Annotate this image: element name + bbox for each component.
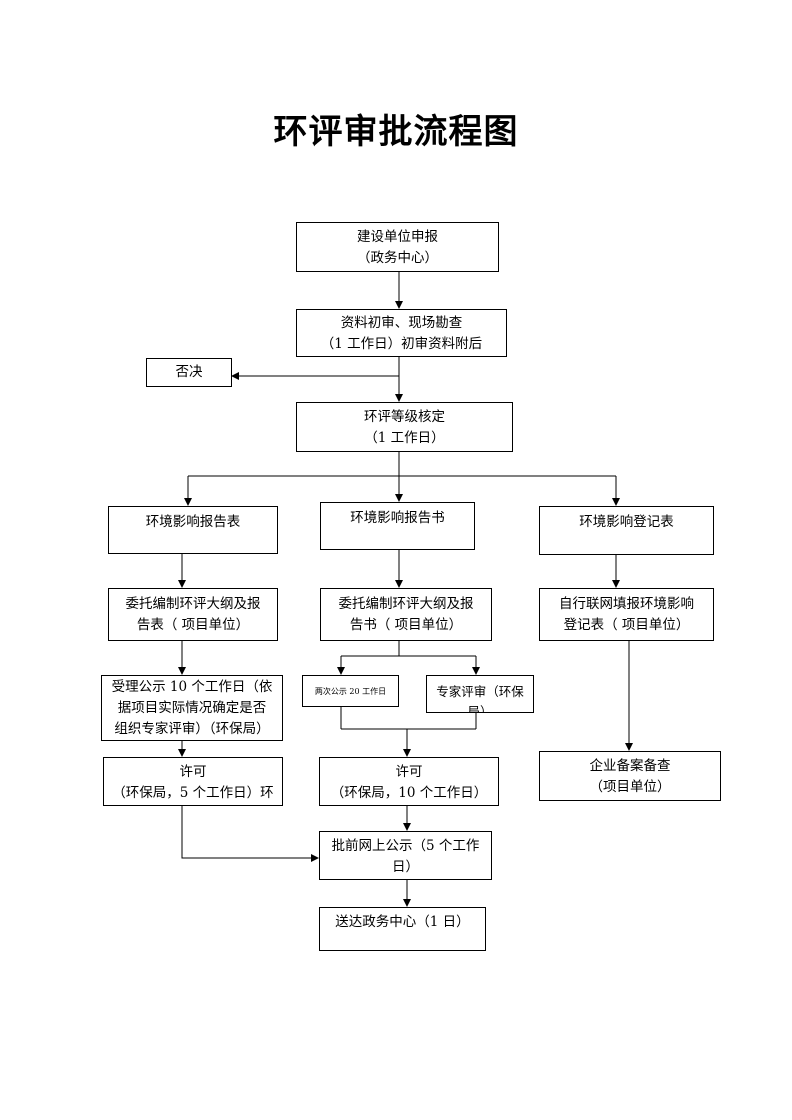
node-report-table-line1: 环境影响报告表 xyxy=(145,514,241,530)
node-permit10: 许可 （环保局，10 个工作日） xyxy=(319,757,499,806)
node-publicity10-line2: 据项目实际情况确定是否 xyxy=(117,700,267,716)
node-grade: 环评等级核定 （1 工作日） xyxy=(296,402,513,452)
page-title: 环评审批流程图 xyxy=(273,112,519,152)
node-expert-line2: 局） xyxy=(467,704,493,713)
node-grade-line2: （1 工作日） xyxy=(364,430,445,446)
node-expert-line1: 专家评审（环保 xyxy=(436,684,524,699)
node-filing-line1: 企业备案备查 xyxy=(589,758,671,774)
node-permit10-line1: 许可 xyxy=(395,764,423,780)
arrow-permit5-prepublicity xyxy=(181,806,319,862)
node-register-table: 环境影响登记表 xyxy=(539,506,714,555)
node-reject-line1: 否决 xyxy=(175,364,203,380)
node-report-book-line1: 环境影响报告书 xyxy=(350,510,445,526)
node-report-table: 环境影响报告表 xyxy=(108,506,278,554)
node-permit5-line1: 许可 xyxy=(179,764,207,780)
node-register-table-line1: 环境影响登记表 xyxy=(579,514,674,530)
node-entrust-book: 委托编制环评大纲及报 告书（ 项目单位） xyxy=(320,588,492,641)
node-entrust-book-line2: 告书（ 项目单位） xyxy=(349,617,463,633)
node-publicity10: 受理公示 10 个工作日（依 据项目实际情况确定是否 组织专家评审）（环保局） xyxy=(101,675,283,741)
node-grade-line1: 环评等级核定 xyxy=(364,409,445,425)
node-apply-line1: 建设单位申报 xyxy=(357,229,438,245)
node-apply: 建设单位申报 （政务中心） xyxy=(296,222,499,272)
node-filing-line2: （项目单位） xyxy=(589,779,671,795)
node-expert: 专家评审（环保 局） xyxy=(426,675,534,713)
node-review-line1: 资料初审、现场勘查 xyxy=(340,315,463,331)
node-pre-publicity-line2: 日） xyxy=(392,859,419,875)
node-self-fill-line1: 自行联网填报环境影响 xyxy=(559,596,694,612)
node-publicity10-line3: 组织专家评审）（环保局） xyxy=(114,721,270,737)
node-deliver-line1: 送达政务中心（1 日） xyxy=(335,914,470,930)
node-reject: 否决 xyxy=(146,358,232,387)
node-apply-line2: （政务中心） xyxy=(357,250,438,266)
node-permit10-line2: （环保局，10 个工作日） xyxy=(330,785,488,801)
node-publicity20-line1: 两次公示 20 工作日 xyxy=(314,687,387,696)
node-entrust-table-line2: 告表（ 项目单位） xyxy=(136,617,250,633)
node-publicity10-line1: 受理公示 10 个工作日（依 xyxy=(111,679,273,695)
node-entrust-table: 委托编制环评大纲及报 告表（ 项目单位） xyxy=(108,588,278,641)
node-self-fill-line2: 登记表（ 项目单位） xyxy=(563,617,690,633)
node-report-book: 环境影响报告书 xyxy=(320,502,475,550)
node-deliver: 送达政务中心（1 日） xyxy=(319,907,486,951)
node-permit5: 许可 （环保局，5 个工作日）环 xyxy=(103,757,283,806)
node-review-line2: （1 工作日）初审资料附后 xyxy=(320,336,483,352)
node-filing: 企业备案备查 （项目单位） xyxy=(539,751,721,801)
node-entrust-table-line1: 委托编制环评大纲及报 xyxy=(125,596,261,612)
node-pre-publicity: 批前网上公示（5 个工作 日） xyxy=(319,831,492,880)
node-pre-publicity-line1: 批前网上公示（5 个工作 xyxy=(331,838,480,854)
node-entrust-book-line1: 委托编制环评大纲及报 xyxy=(338,596,474,612)
node-review: 资料初审、现场勘查 （1 工作日）初审资料附后 xyxy=(296,309,507,357)
node-publicity20: 两次公示 20 工作日 xyxy=(302,675,399,707)
node-self-fill: 自行联网填报环境影响 登记表（ 项目单位） xyxy=(539,588,714,641)
node-permit5-line2: （环保局，5 个工作日）环 xyxy=(112,785,274,801)
